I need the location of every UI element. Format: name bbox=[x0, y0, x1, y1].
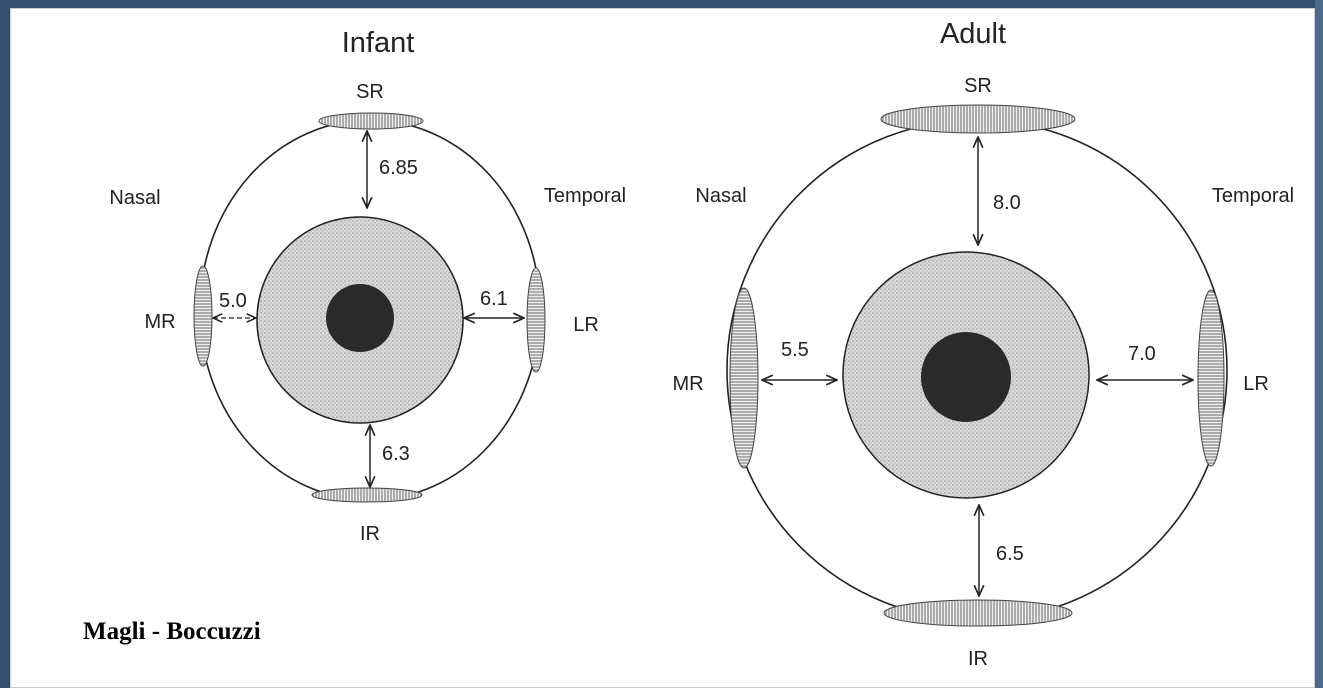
adult-sr-muscle bbox=[881, 105, 1075, 133]
infant-diagram: Infant SR IR MR LR Nasal Temporal 6.85 6… bbox=[109, 27, 626, 545]
adult-diagram: Adult SR IR MR LR Nasal Temporal 8.0 6.5… bbox=[672, 18, 1294, 670]
infant-ir-distance: 6.3 bbox=[382, 443, 410, 465]
adult-ir-distance: 6.5 bbox=[996, 543, 1024, 565]
infant-pupil bbox=[326, 284, 394, 352]
adult-lr-muscle bbox=[1198, 290, 1224, 466]
infant-mr-muscle bbox=[194, 266, 212, 366]
adult-ir-label: IR bbox=[968, 648, 988, 670]
adult-mr-muscle bbox=[730, 288, 758, 468]
infant-sr-label: SR bbox=[356, 81, 384, 103]
infant-lr-muscle bbox=[527, 268, 545, 372]
adult-sr-label: SR bbox=[964, 75, 992, 97]
infant-nasal-label: Nasal bbox=[109, 187, 160, 209]
adult-mr-label: MR bbox=[672, 373, 703, 395]
adult-sr-distance: 8.0 bbox=[993, 192, 1021, 214]
infant-mr-distance: 5.0 bbox=[219, 290, 247, 312]
adult-title: Adult bbox=[940, 18, 1006, 50]
infant-lr-label: LR bbox=[573, 314, 599, 336]
adult-lr-label: LR bbox=[1243, 373, 1269, 395]
infant-sr-muscle bbox=[319, 113, 423, 129]
infant-ir-label: IR bbox=[360, 523, 380, 545]
infant-sr-distance: 6.85 bbox=[379, 157, 418, 179]
author-credit: Magli - Boccuzzi bbox=[83, 618, 261, 646]
infant-temporal-label: Temporal bbox=[544, 185, 626, 207]
infant-mr-label: MR bbox=[144, 311, 175, 333]
infant-title: Infant bbox=[342, 27, 415, 59]
adult-pupil bbox=[921, 332, 1011, 422]
adult-temporal-label: Temporal bbox=[1212, 185, 1294, 207]
adult-ir-muscle bbox=[884, 600, 1072, 626]
infant-ir-muscle bbox=[312, 488, 422, 502]
infant-lr-distance: 6.1 bbox=[480, 288, 508, 310]
adult-lr-distance: 7.0 bbox=[1128, 343, 1156, 365]
adult-nasal-label: Nasal bbox=[695, 185, 746, 207]
adult-mr-distance: 5.5 bbox=[781, 339, 809, 361]
